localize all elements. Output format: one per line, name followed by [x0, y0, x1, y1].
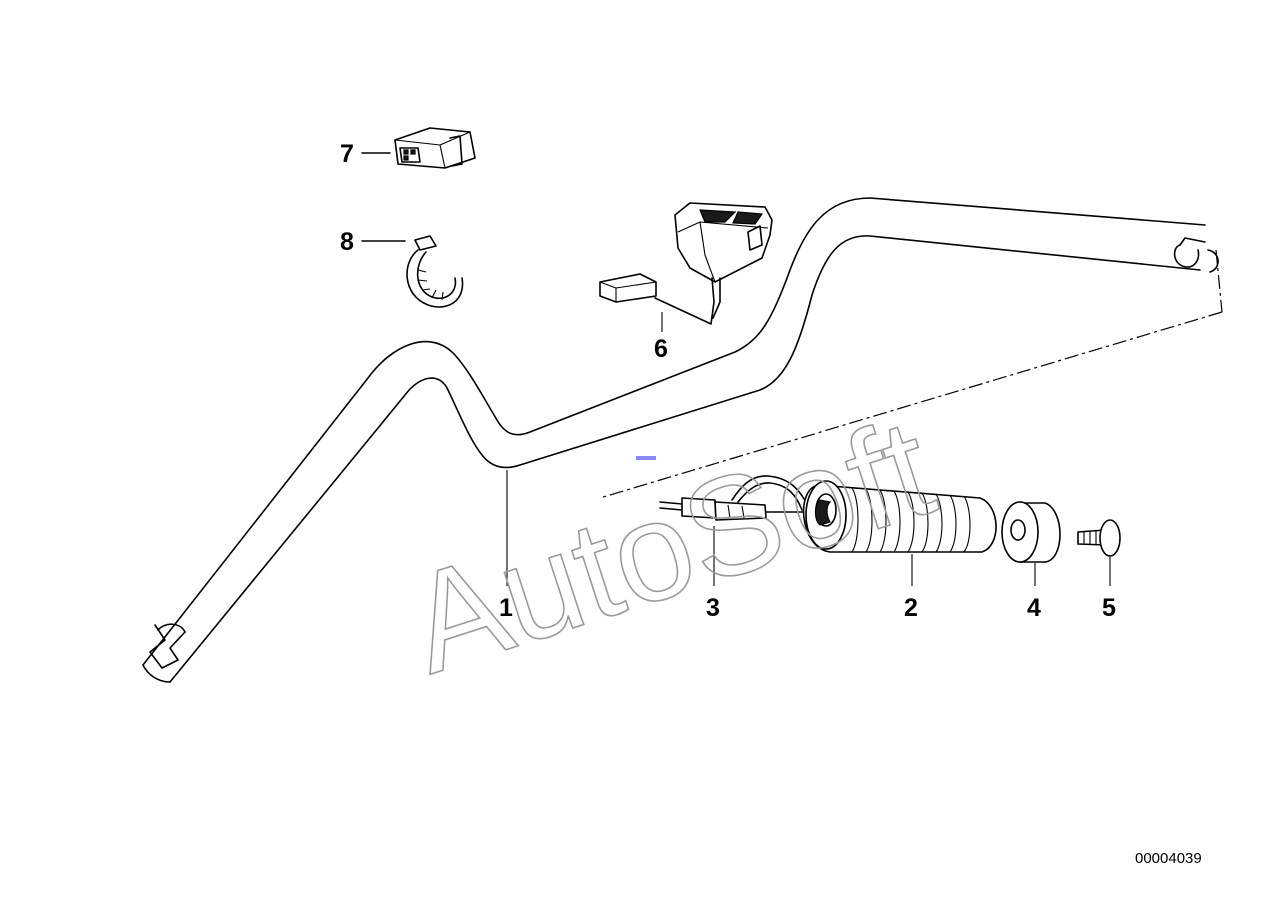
handlebar-tube: [142, 197, 1219, 683]
callout-8: 8: [340, 228, 354, 256]
bar-end-screw: [1077, 519, 1121, 586]
callout-5: 5: [1102, 594, 1116, 622]
callout-1: 1: [499, 594, 513, 622]
handlebar-grip: [802, 480, 997, 586]
callout-2: 2: [904, 594, 918, 622]
plug-connector: [361, 127, 476, 169]
callout-6: 6: [654, 335, 668, 363]
callout-4: 4: [1027, 594, 1041, 622]
center-marker: [636, 456, 656, 460]
center-lines: [599, 249, 1223, 499]
handle-switch-assembly: [599, 202, 773, 332]
callout-3: 3: [706, 594, 720, 622]
cable-tie: [361, 235, 464, 308]
watermark-text: AutoSoft: [391, 388, 950, 703]
bar-end-weight: [1001, 501, 1061, 586]
diagram-number: 00004039: [1135, 850, 1202, 867]
callout-7: 7: [340, 140, 354, 168]
